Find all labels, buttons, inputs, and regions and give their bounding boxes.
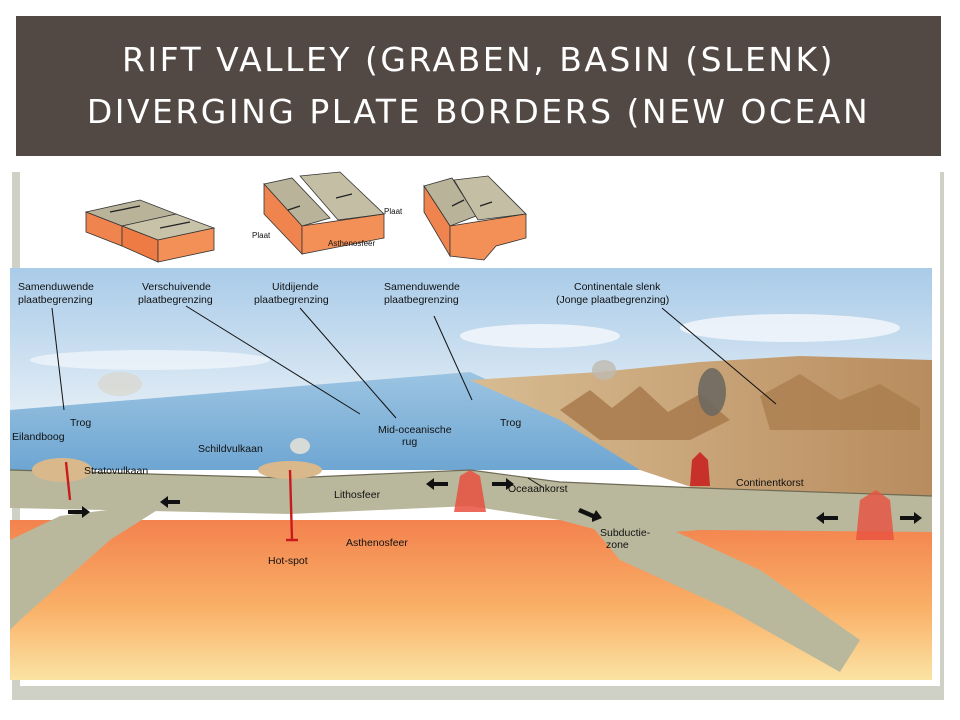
label-continentkorst: Continentkorst xyxy=(736,477,804,489)
block-label-plaat-left: Plaat xyxy=(252,231,271,240)
title-bar: RIFT VALLEY (GRABEN, BASIN (SLENK) DIVER… xyxy=(16,16,941,156)
transform-block-diagram xyxy=(84,199,216,263)
callout-samenduwende-left: Samenduwende plaatbegrenzing xyxy=(18,281,94,306)
slide-title: RIFT VALLEY (GRABEN, BASIN (SLENK) DIVER… xyxy=(86,40,871,131)
callout-line-2: (Jonge plaatbegrenzing) xyxy=(556,294,669,306)
label-asthenosfeer: Asthenosfeer xyxy=(346,537,408,549)
callout-line-1: Uitdijende xyxy=(272,281,319,293)
callout-continentale-slenk: Continentale slenk (Jonge plaatbegrenzin… xyxy=(556,281,669,306)
callout-verschuivende: Verschuivende plaatbegrenzing xyxy=(138,281,213,306)
label-mid-oceanische-2: rug xyxy=(402,436,417,448)
cross-section xyxy=(9,268,933,680)
callout-line-2: plaatbegrenzing xyxy=(138,294,213,306)
callout-line-1: Continentale slenk xyxy=(574,281,661,293)
convergent-block-diagram xyxy=(423,175,527,261)
callout-line-2: plaatbegrenzing xyxy=(384,294,459,306)
callout-samenduwende-right: Samenduwende plaatbegrenzing xyxy=(384,281,460,306)
label-eilandboog: Eilandboog xyxy=(12,431,65,443)
divergent-block-diagram: Plaat Plaat Asthenosfeer xyxy=(252,171,403,256)
callout-line-2: plaatbegrenzing xyxy=(18,294,93,306)
callout-uitdijende: Uitdijende plaatbegrenzing xyxy=(254,281,329,306)
block-label-asthenosfeer: Asthenosfeer xyxy=(328,239,375,248)
label-schildvulkaan: Schildvulkaan xyxy=(198,443,263,455)
label-trog-left: Trog xyxy=(70,417,91,429)
label-subductie-2: zone xyxy=(606,539,629,551)
callout-line-1: Samenduwende xyxy=(18,281,94,293)
label-oceaankorst: Oceaankorst xyxy=(508,483,568,495)
callout-line-1: Samenduwende xyxy=(384,281,460,293)
block-label-plaat-right: Plaat xyxy=(384,207,403,216)
label-subductie-1: Subductie- xyxy=(600,527,651,539)
label-mid-oceanische-1: Mid-oceanische xyxy=(378,424,452,436)
label-trog-right: Trog xyxy=(500,417,521,429)
label-stratovulkaan: Stratovulkaan xyxy=(84,465,148,477)
label-hot-spot: Hot-spot xyxy=(268,555,308,567)
label-lithosfeer: Lithosfeer xyxy=(334,489,381,501)
callout-line-2: plaatbegrenzing xyxy=(254,294,329,306)
callout-line-1: Verschuivende xyxy=(142,281,211,293)
